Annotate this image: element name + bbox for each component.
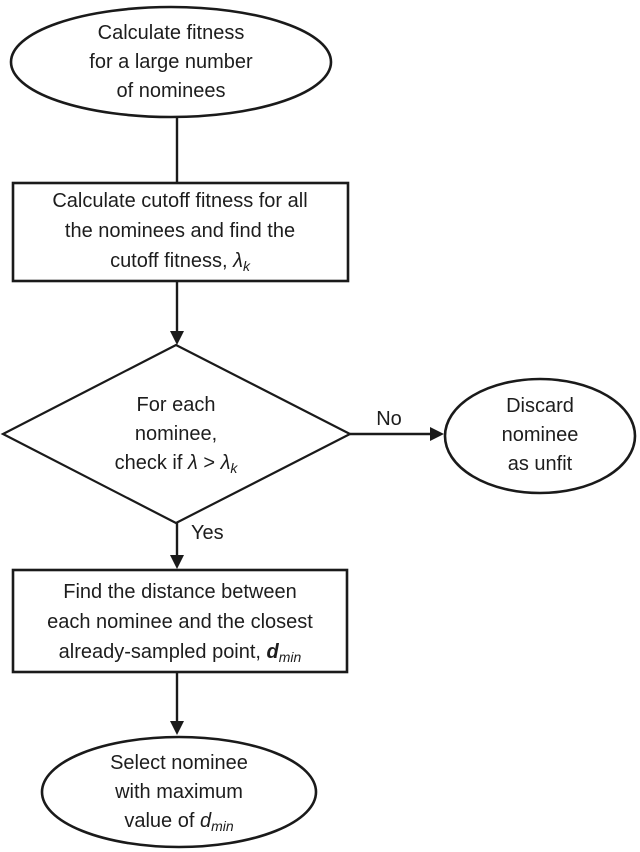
cutoff-node-line2: the nominees and find the — [64, 220, 296, 242]
start-node-line1: Calculate fitness — [97, 21, 245, 44]
arrowhead-distance-to-select — [170, 721, 184, 735]
distance-node-line2: each nominee and the closest — [47, 611, 313, 633]
cutoff-node-line3: cutoff fitness, λk — [110, 246, 250, 276]
arrowhead-decision-to-distance — [170, 555, 184, 569]
cutoff-line3-prefix: cutoff fitness, — [110, 250, 234, 272]
d-symbol: d — [199, 810, 212, 832]
decision-node-line2: nominee, — [134, 423, 218, 445]
select-node-text: Select nominee with maximum value of dmi… — [49, 749, 309, 836]
no-edge-label: No — [376, 408, 402, 430]
distance-node-line1: Find the distance between — [63, 581, 297, 603]
arrowhead-cutoff-to-decision — [170, 331, 184, 345]
arrowhead-decision-to-discard — [430, 427, 444, 441]
select-node-line2: with maximum — [115, 781, 243, 803]
distance-line3-prefix: already-sampled point, — [58, 641, 267, 663]
select-node-line1: Select nominee — [110, 752, 248, 774]
select-node-line3: value of dmin — [124, 807, 233, 836]
discard-node-text: Discard nominee as unfit — [450, 392, 630, 479]
distance-node-text: Find the distance between each nominee a… — [21, 577, 339, 667]
lambda-symbol: λ — [233, 250, 243, 272]
lambda-subscript: k — [230, 460, 238, 477]
discard-node-line2: nominee — [501, 424, 579, 446]
select-ellipse-shape — [40, 735, 318, 849]
start-node-line2: for a large number — [89, 50, 253, 73]
discard-ellipse-shape — [443, 377, 637, 495]
select-line3-prefix: value of — [124, 810, 200, 832]
decision-line3-prefix: check if — [114, 452, 188, 474]
discard-node-line3: as unfit — [507, 453, 573, 475]
d-subscript: min — [278, 649, 302, 666]
cutoff-rect-shape — [11, 181, 350, 283]
greater-than-sign: > — [197, 452, 221, 474]
d-symbol: d — [266, 641, 279, 663]
d-subscript: min — [211, 818, 234, 835]
decision-node-text: For each nominee, check if λ > λk — [46, 391, 306, 478]
start-node-text: Calculate fitness for a large number of … — [41, 17, 301, 107]
start-node-line3: of nominees — [116, 79, 226, 102]
decision-node-line3: check if λ > λk — [115, 449, 238, 478]
decision-node-line1: For each — [136, 394, 216, 416]
lambda-symbol: λ — [220, 452, 231, 474]
start-ellipse-shape — [9, 5, 333, 119]
lambda-symbol: λ — [187, 452, 198, 474]
yes-edge-label: Yes — [191, 522, 224, 544]
cutoff-node-line1: Calculate cutoff fitness for all — [52, 190, 308, 212]
discard-node-line1: Discard — [506, 395, 574, 417]
cutoff-node-text: Calculate cutoff fitness for all the nom… — [21, 186, 339, 276]
distance-rect-shape — [11, 568, 349, 674]
distance-node-line3: already-sampled point, dmin — [59, 637, 302, 667]
lambda-subscript: k — [242, 258, 250, 275]
